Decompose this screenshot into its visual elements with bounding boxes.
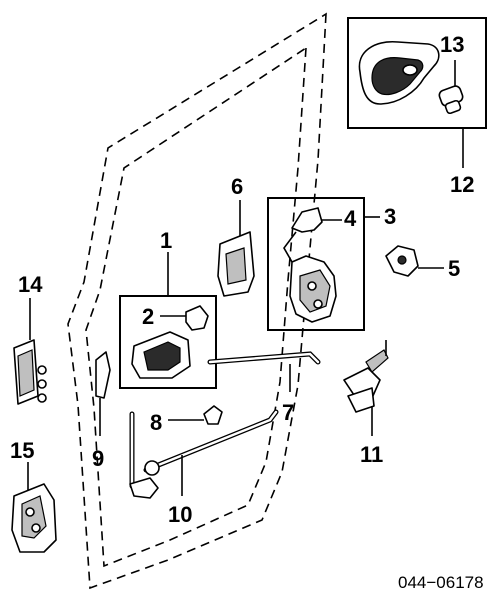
lock-assembly-frame: [267, 197, 365, 331]
callout-4: 4: [344, 206, 357, 231]
handle-clip-2: [185, 305, 209, 331]
clip-8: [168, 405, 223, 425]
callout-8: 8: [150, 410, 162, 435]
inside-handle-recess: [143, 341, 181, 371]
callout-13: 13: [440, 32, 464, 57]
door-outline: [67, 12, 327, 590]
rod-connector-a: [144, 460, 160, 476]
lock-latch-detail: [299, 269, 331, 313]
latch-bolt-a: [307, 281, 317, 291]
outside-handle-assembly: [347, 17, 487, 168]
lock-link-wire: [283, 231, 297, 263]
callout-12: 12: [450, 172, 474, 197]
actuator-11: [343, 340, 389, 436]
callout-1: 1: [160, 228, 172, 253]
handle-clip: [402, 64, 418, 76]
callout-7: 7: [282, 400, 294, 425]
inside-bracket-6: [217, 200, 255, 297]
callout-14: 14: [18, 272, 43, 297]
clip-9: [95, 351, 111, 436]
callout-2: 2: [142, 304, 154, 329]
callout-10: 10: [168, 502, 192, 527]
callout-3: 3: [384, 204, 396, 229]
lock-assembly: [267, 197, 380, 331]
callout-15: 15: [10, 438, 34, 463]
callout-5: 5: [448, 256, 460, 281]
lock-bracket-4: [291, 207, 323, 233]
striker-5: [385, 245, 444, 277]
upper-hinge-14: [13, 298, 47, 405]
outside-handle-frame: [347, 17, 487, 129]
callout-9: 9: [92, 446, 104, 471]
lower-hinge-15: [11, 462, 57, 553]
rod-10: [129, 409, 279, 499]
reference-code: 044−06178: [398, 573, 484, 592]
latch-bolt-b: [313, 299, 323, 309]
callout-6: 6: [231, 174, 243, 199]
rod-clip-lower: [129, 477, 159, 499]
inside-handle-assembly: [119, 252, 217, 389]
callout-11: 11: [360, 442, 383, 467]
rod-7: [207, 351, 321, 392]
callout-labels: 1 2 3 4 5 6 7 8 9 10 11 12 13 14 15: [10, 32, 474, 527]
bolt-13: [438, 60, 464, 115]
